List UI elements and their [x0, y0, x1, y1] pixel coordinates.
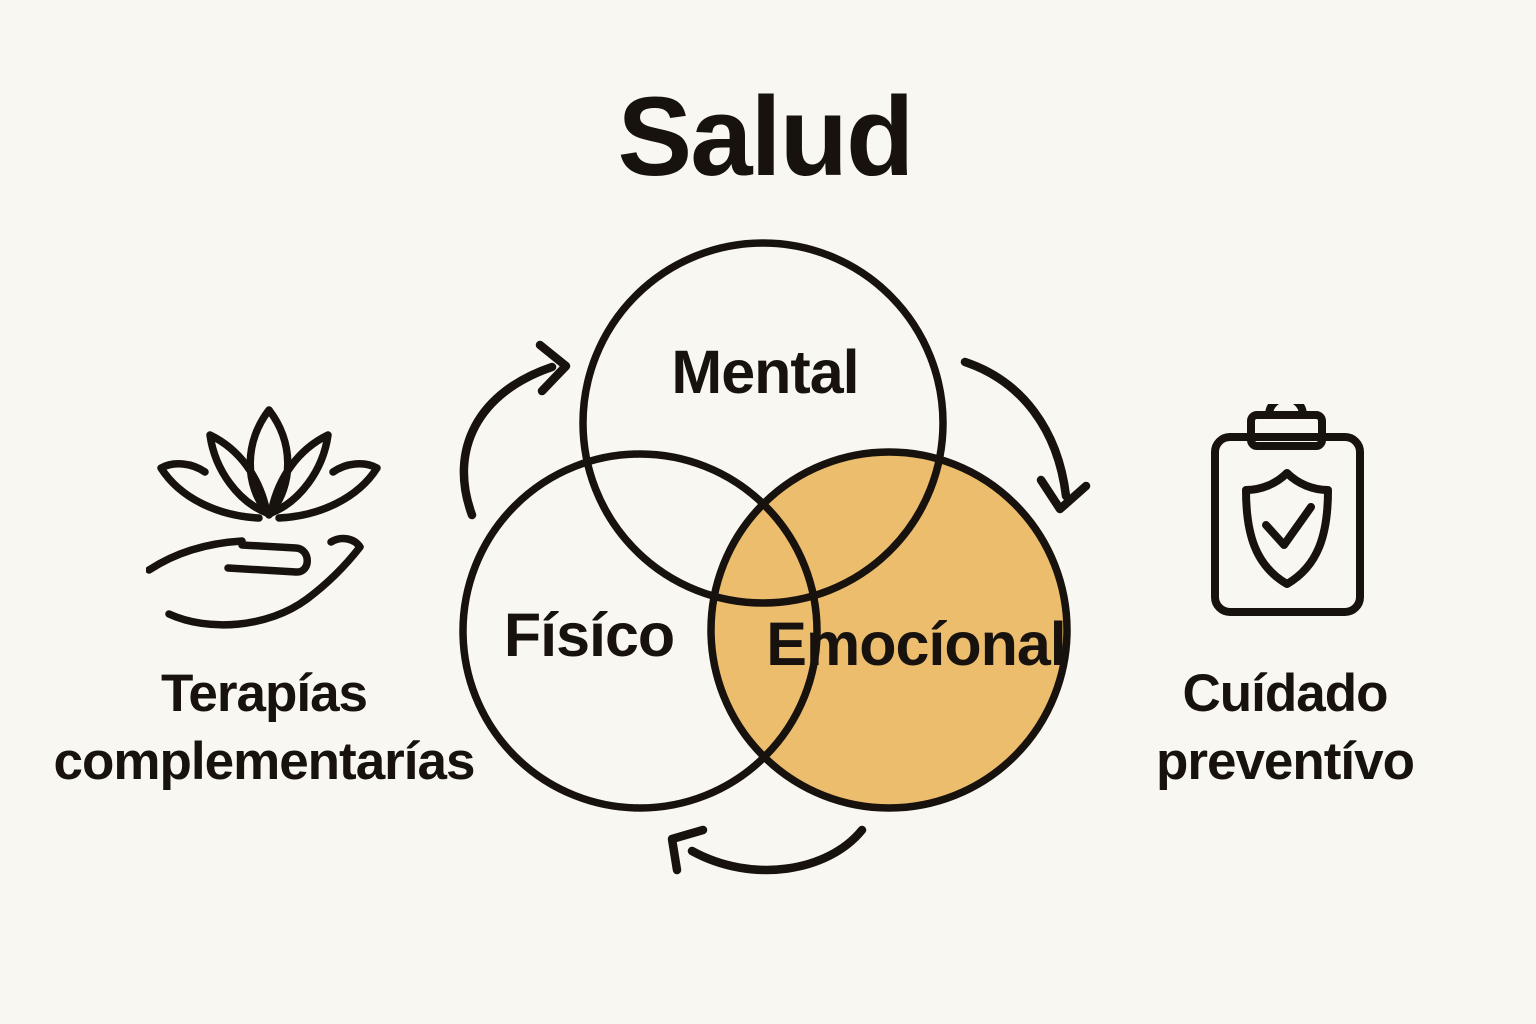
- mental-label: Mental: [671, 338, 859, 406]
- right-caption-line2: preventívo: [1155, 732, 1415, 791]
- left-caption-line1: Terapías: [160, 664, 368, 723]
- emocional-label: Emocíonal: [766, 610, 1066, 678]
- open-hand: [146, 534, 364, 629]
- fisico-circle: [459, 450, 821, 812]
- clipboard-shield-check-icon: [1211, 404, 1364, 616]
- arrow-mental-to-emocional-icon: [960, 357, 1091, 514]
- clipboard: [1211, 404, 1364, 616]
- emocional-circle-fill: [711, 452, 1067, 808]
- page-title: Salud: [617, 74, 915, 199]
- arrow-fisico-to-mental-icon: [459, 340, 571, 520]
- lotus-over-hand-icon: [146, 406, 381, 629]
- mental-circle: [579, 239, 947, 607]
- right-caption-line1: Cuídado: [1182, 664, 1389, 723]
- left-caption-line2: complementarías: [53, 732, 476, 791]
- right-caption: Cuídado preventívo: [1085, 660, 1485, 796]
- fisico-label: Físíco: [503, 601, 675, 669]
- left-caption: Terapías complementarías: [14, 660, 514, 796]
- emocional-circle: [707, 448, 1071, 812]
- shield-check: [1242, 469, 1332, 588]
- lotus-flower: [157, 406, 381, 522]
- arrow-emocional-to-fisico-icon: [667, 825, 867, 875]
